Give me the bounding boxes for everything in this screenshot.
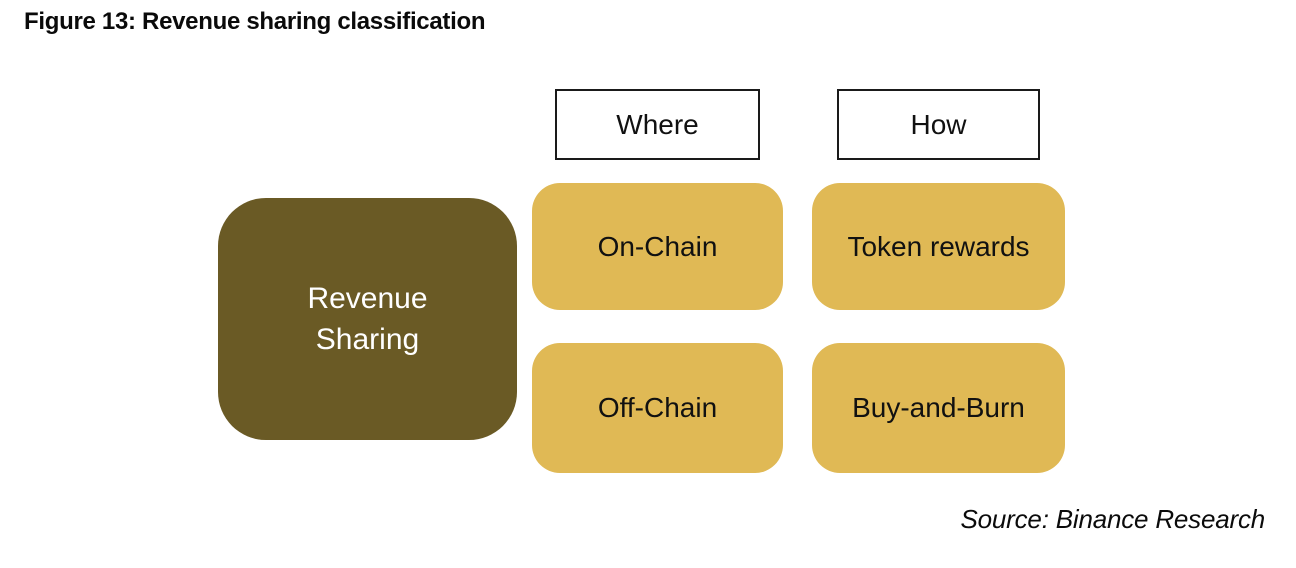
node-buy-and-burn: Buy-and-Burn	[812, 343, 1065, 473]
column-header-how: How	[837, 89, 1040, 160]
column-header-how-label: How	[910, 108, 967, 140]
node-on-chain-label: On-Chain	[597, 230, 718, 262]
source-attribution: Source: Binance Research	[960, 504, 1266, 534]
column-header-where: Where	[555, 89, 760, 160]
node-token-rewards-label: Token rewards	[847, 230, 1030, 262]
node-on-chain: On-Chain	[532, 183, 783, 310]
node-revenue-sharing-label-line1: Revenue	[307, 281, 428, 315]
figure-title: Figure 13: Revenue sharing classificatio…	[24, 8, 486, 35]
column-header-where-label: Where	[616, 108, 699, 140]
node-off-chain: Off-Chain	[532, 343, 783, 473]
node-token-rewards: Token rewards	[812, 183, 1065, 310]
node-buy-and-burn-label: Buy-and-Burn	[852, 392, 1025, 423]
node-revenue-sharing: Revenue Sharing	[218, 198, 517, 440]
node-revenue-sharing-label-line2: Sharing	[315, 323, 420, 356]
node-off-chain-label: Off-Chain	[597, 392, 718, 423]
